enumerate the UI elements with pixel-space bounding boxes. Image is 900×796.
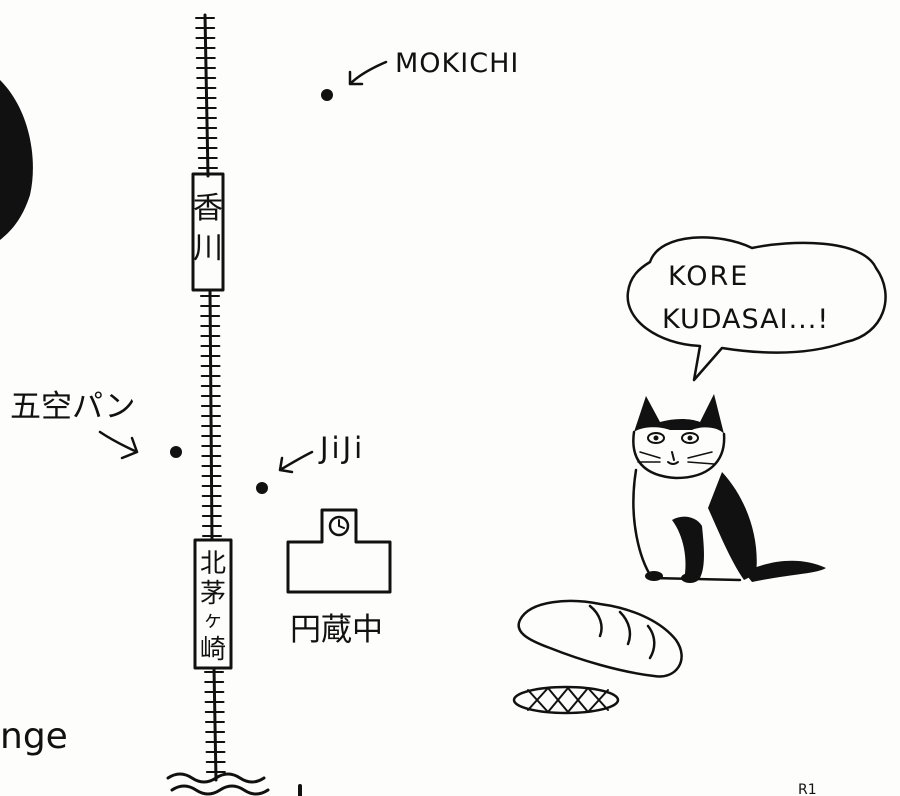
station-kitachigasaki-char-2: 茅 xyxy=(200,579,226,609)
clock-building-icon xyxy=(286,508,392,594)
place-dot xyxy=(170,446,182,458)
place-label: 五空パン xyxy=(10,389,136,425)
dark-circle-shape xyxy=(0,80,33,240)
speech-bubble: KORE KUDASAI...! xyxy=(626,236,887,382)
place-label: JiJi xyxy=(318,431,365,465)
place-gokuu-pan[interactable]: 五空パン xyxy=(10,389,182,460)
speech-line-2: KUDASAI...! xyxy=(662,304,829,335)
station-kagawa-char-1: 香 xyxy=(193,191,223,226)
pointer-arrow-icon xyxy=(98,430,139,460)
station-kagawa[interactable]: 香 川 xyxy=(191,172,225,292)
pointer-arrow-icon xyxy=(348,60,388,86)
railway-line xyxy=(195,13,226,782)
place-dot xyxy=(256,482,268,494)
station-kitachigasaki-char-1: 北 xyxy=(200,549,226,579)
place-label: 円蔵中 xyxy=(290,612,383,648)
melon-pan-icon xyxy=(512,685,620,715)
place-jiji[interactable]: JiJi xyxy=(256,431,365,494)
page-code: R1 xyxy=(798,782,817,796)
station-kitachigasaki-char-4: 崎 xyxy=(200,635,226,665)
place-enzou-chuu[interactable]: 円蔵中 xyxy=(286,508,392,648)
railway-ties xyxy=(195,17,226,773)
pointer-arrow-icon xyxy=(278,450,314,474)
bread-loaf-icon xyxy=(517,599,683,678)
partial-label: nge xyxy=(0,716,68,757)
station-kitachigasaki[interactable]: 北 茅 ヶ 崎 xyxy=(193,538,233,670)
place-label: MOKICHI xyxy=(395,48,519,79)
place-mokichi[interactable]: MOKICHI xyxy=(321,48,519,101)
speech-line-1: KORE xyxy=(668,261,749,292)
river-waves-icon xyxy=(166,772,302,796)
cat-illustration xyxy=(632,394,826,583)
station-kagawa-char-2: 川 xyxy=(193,231,223,266)
place-dot xyxy=(321,89,333,101)
station-kitachigasaki-char-3: ヶ xyxy=(203,607,223,631)
